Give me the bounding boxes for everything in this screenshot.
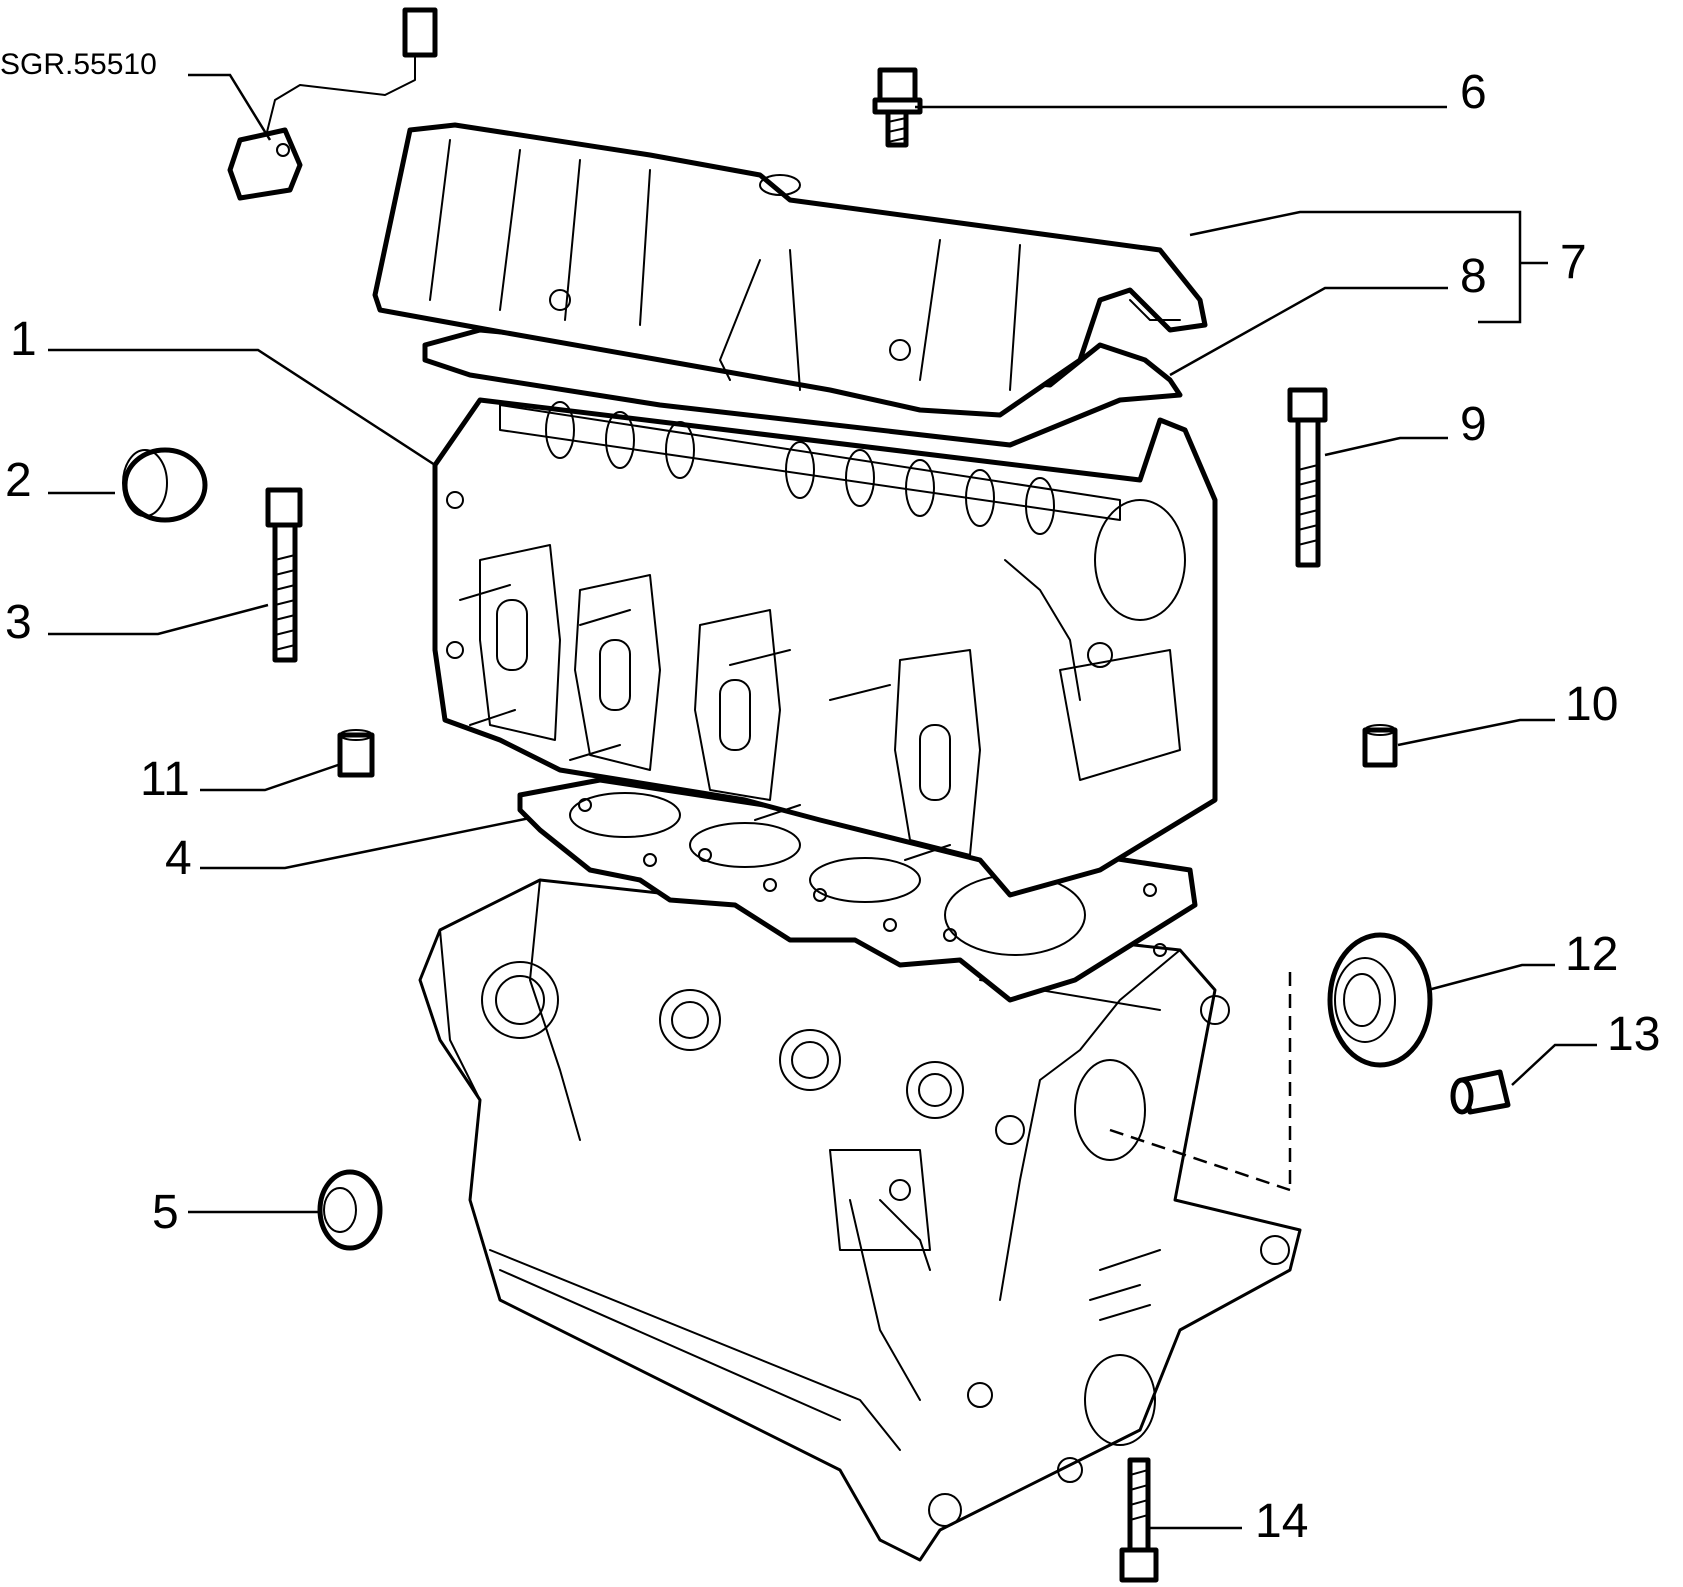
engine-block [418, 878, 1302, 1562]
callout-8: 8 [1460, 250, 1487, 303]
crankshaft-seal [1327, 932, 1433, 1068]
cover-screw [872, 67, 923, 148]
callout-14: 14 [1255, 1495, 1308, 1548]
callout-7: 7 [1560, 236, 1587, 289]
callout-12: 12 [1565, 928, 1618, 981]
sensor [227, 7, 438, 201]
callout-1: 1 [10, 313, 37, 366]
bolt-14 [1119, 1457, 1159, 1583]
part-code-label: SGR.55510 [0, 48, 157, 81]
callout-4: 4 [165, 832, 192, 885]
callout-6: 6 [1460, 66, 1487, 119]
plug [1450, 1069, 1511, 1115]
callout-13: 13 [1607, 1008, 1660, 1061]
tappet-cup [122, 447, 208, 523]
callout-2: 2 [5, 454, 32, 507]
cylinder-head [432, 397, 1218, 898]
callout-labels: SGR.55510 1 2 3 4 5 6 7 8 9 10 11 12 13 … [0, 48, 1660, 1548]
head-bolt [265, 487, 303, 663]
callout-11: 11 [140, 753, 190, 806]
bolt-9 [1287, 387, 1328, 568]
rocker-cover [372, 122, 1208, 418]
leader-lines [48, 73, 1597, 1530]
oil-seal [317, 1169, 383, 1251]
callout-10: 10 [1565, 678, 1618, 731]
dowel-bush-10 [1362, 724, 1398, 768]
callout-5: 5 [152, 1186, 179, 1239]
callout-3: 3 [5, 596, 32, 649]
dowel-bush-11 [337, 729, 375, 778]
callout-9: 9 [1460, 398, 1487, 451]
head-gasket [517, 777, 1198, 1003]
